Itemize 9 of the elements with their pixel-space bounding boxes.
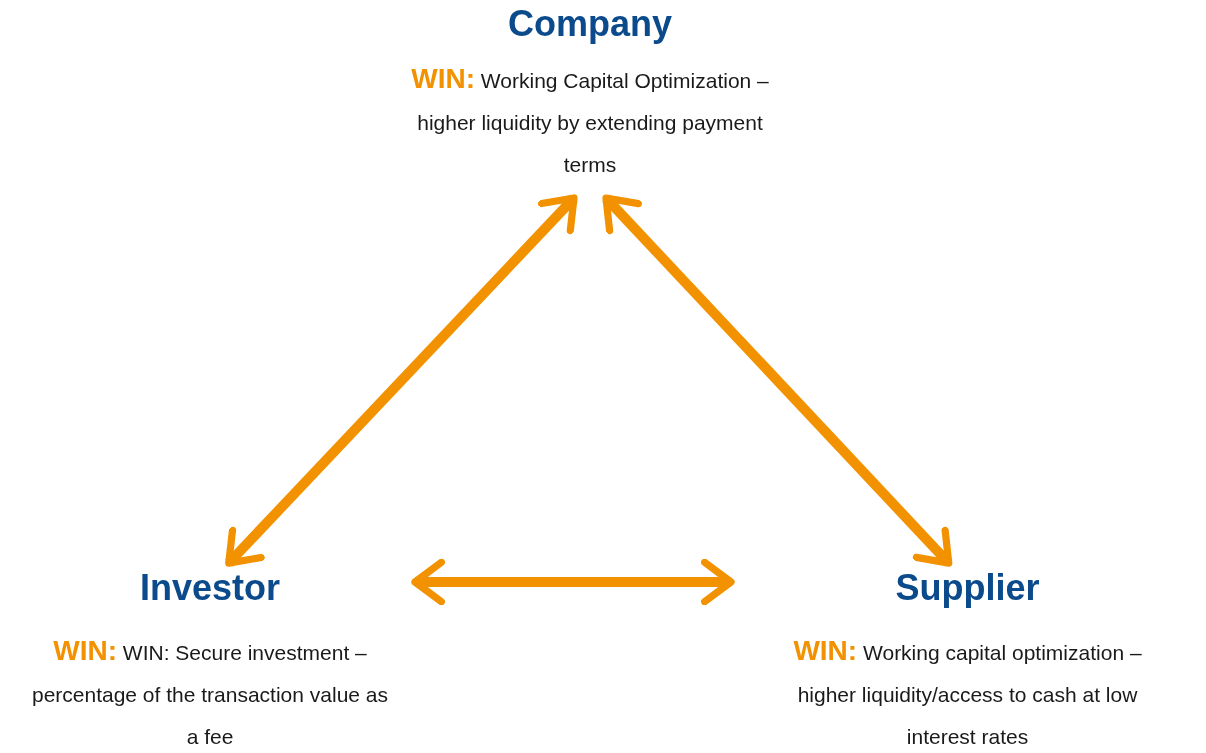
party-heading: Supplier — [895, 566, 1040, 610]
benefit-text: WIN: Working capital optimization – higher liquidity/access to cash at low interest rates — [792, 634, 1143, 750]
party-heading: Company — [508, 2, 672, 46]
double-arrow — [225, 194, 578, 567]
double-arrow — [411, 558, 735, 606]
benefit-text: WIN: WIN: Secure investment – percentage of the transaction value as a fee — [30, 634, 390, 750]
party-heading: Investor — [139, 566, 280, 610]
double-arrow — [602, 194, 953, 567]
benefit-text: WIN: Working Capital Optimization – higher liquidity by extending payment terms — [410, 62, 770, 178]
